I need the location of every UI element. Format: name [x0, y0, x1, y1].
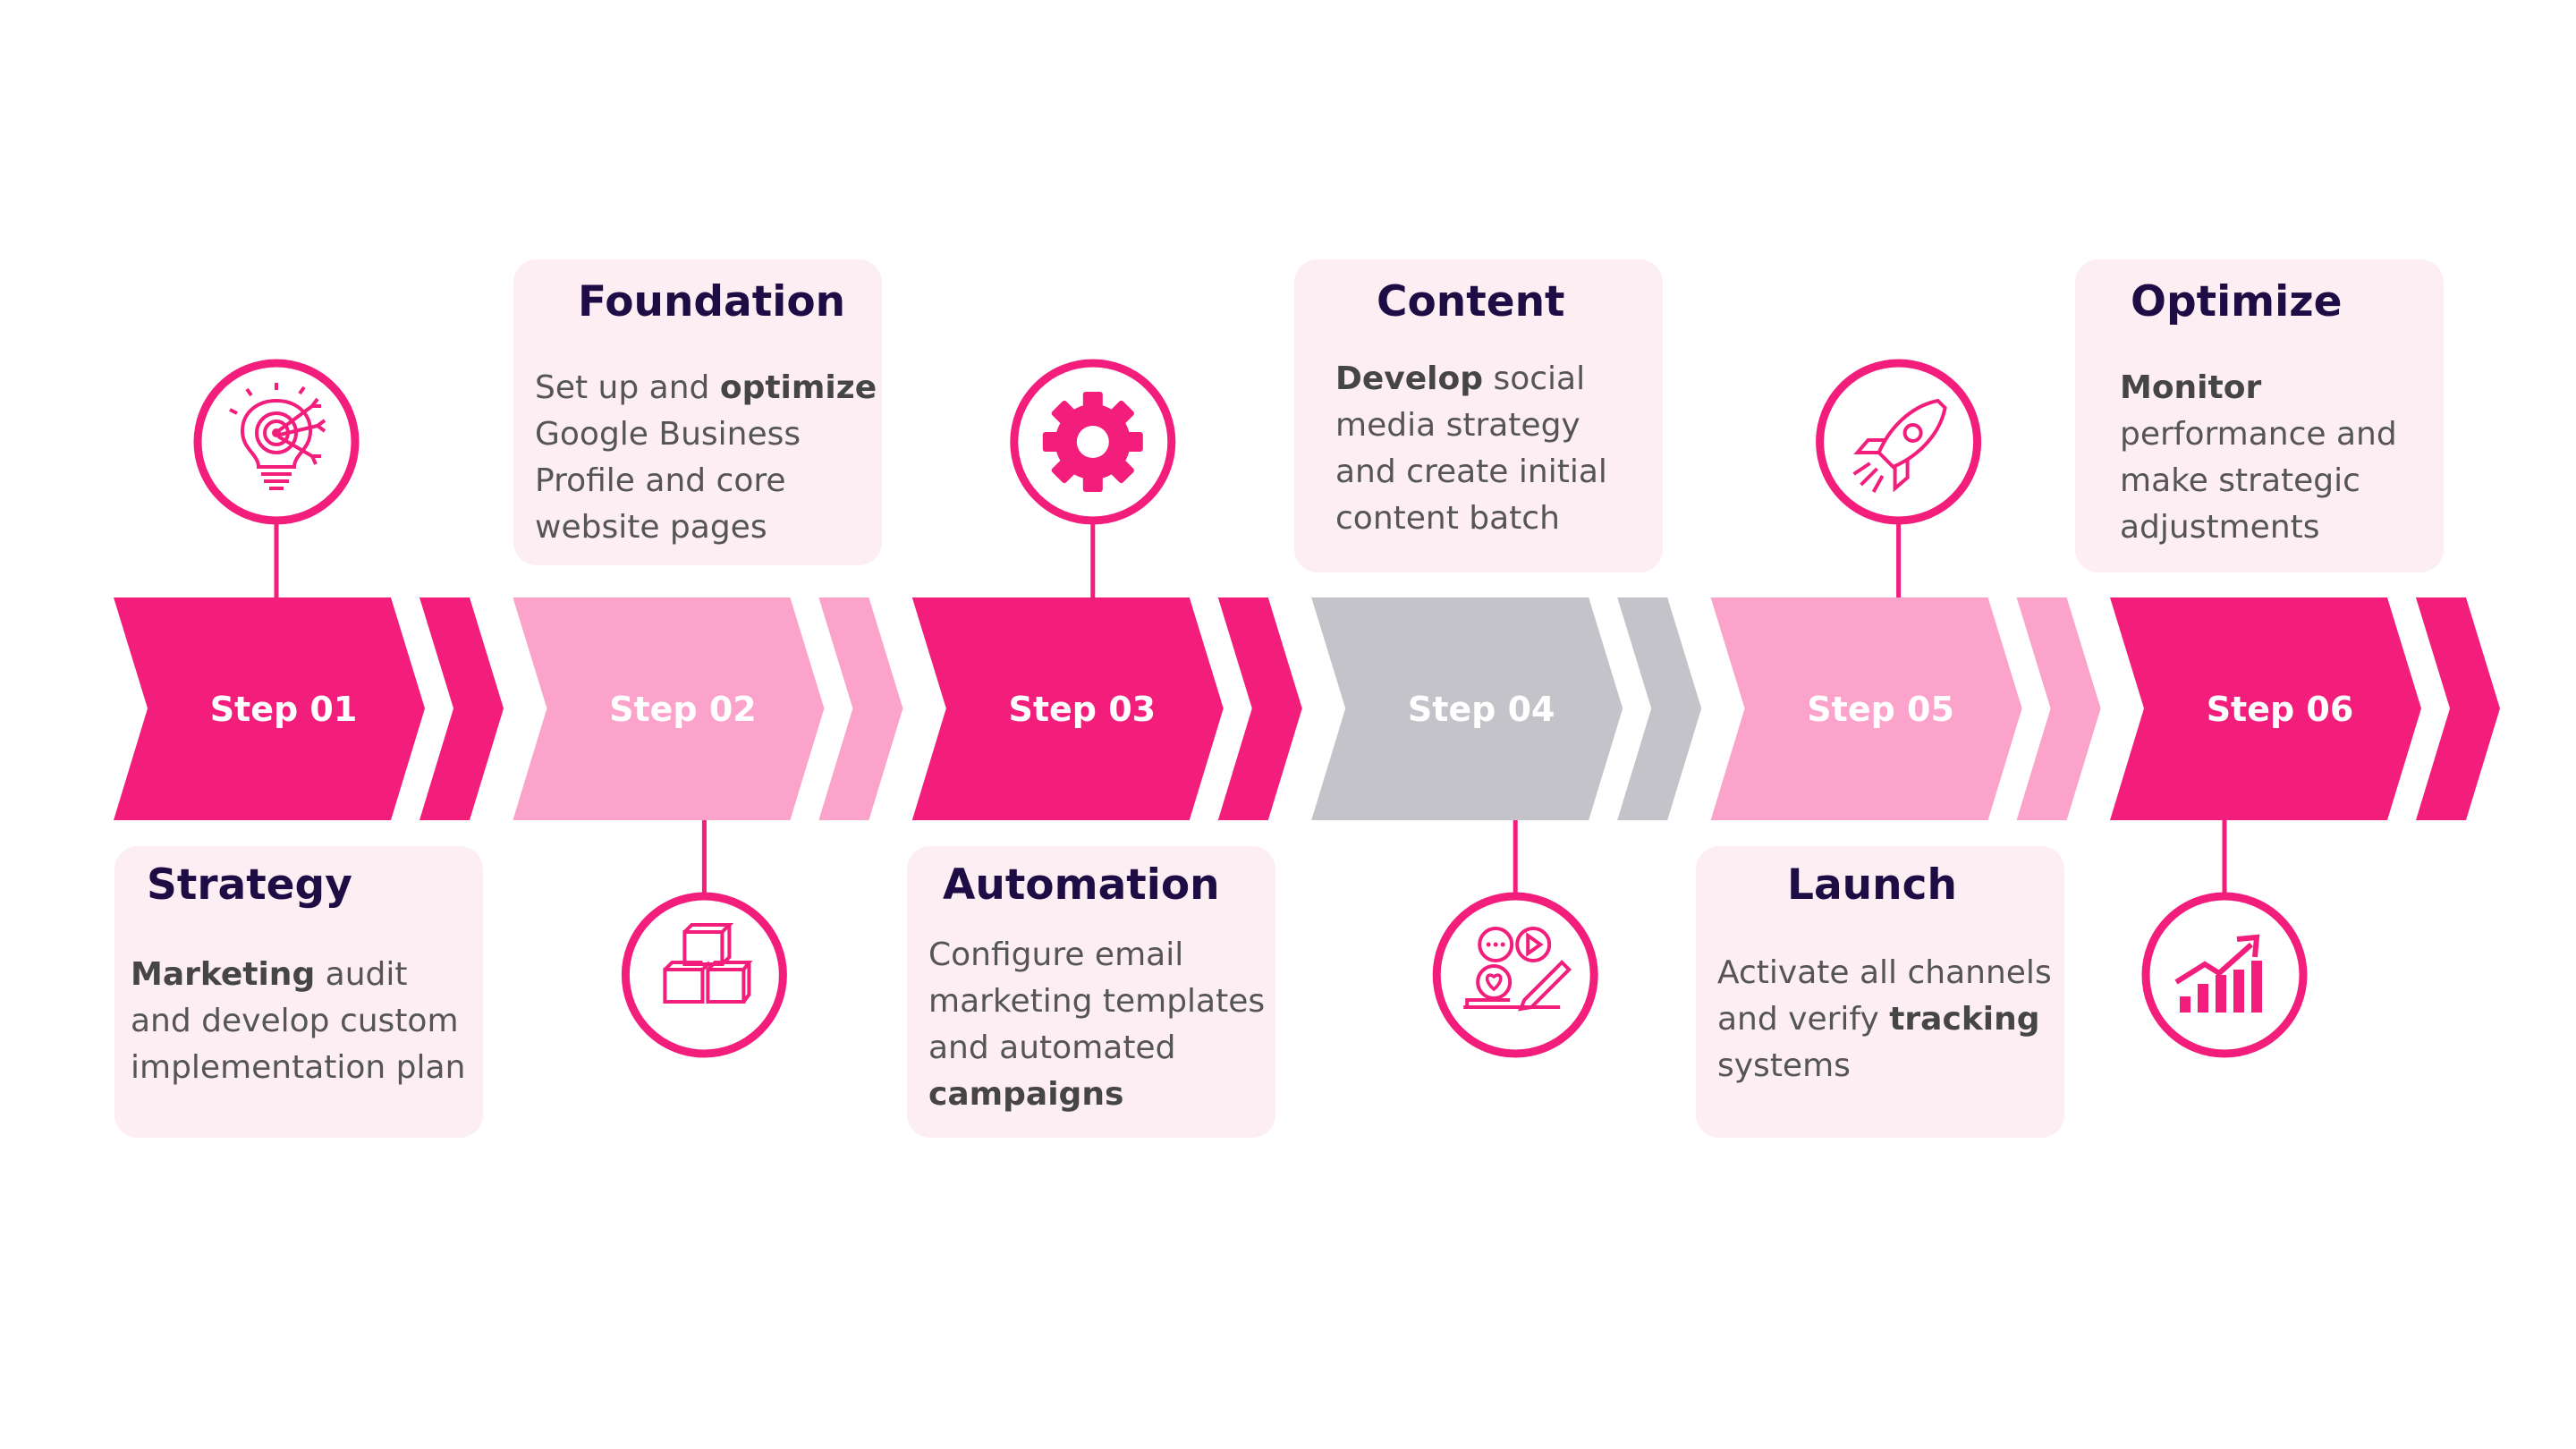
rocket-icon — [1816, 359, 1982, 525]
step-02-chevron — [513, 597, 825, 820]
step-04-chevron — [1311, 597, 1623, 820]
step-02-label: Step 02 — [609, 690, 757, 729]
lightbulb-target-icon — [193, 359, 360, 525]
step-05-chevron — [1710, 597, 2022, 820]
step-05-small-chevron — [2016, 597, 2101, 820]
step-01-small-chevron — [419, 597, 504, 820]
step-06-title: Optimize — [2131, 277, 2343, 326]
step-06-chevron — [2110, 597, 2421, 820]
step-03-chevron — [911, 597, 1224, 820]
step-04-small-chevron — [1617, 597, 1702, 820]
cubes-icon — [621, 892, 787, 1058]
step-04-label: Step 04 — [1408, 690, 1555, 729]
gear-icon — [1010, 359, 1176, 525]
step-05-label: Step 05 — [1807, 690, 1954, 729]
step-03-label: Step 03 — [1008, 690, 1156, 729]
step-04-title: Content — [1377, 277, 1565, 326]
step-01-chevron — [114, 597, 425, 820]
step-03-title: Automation — [943, 860, 1220, 910]
step-03-small-chevron — [1217, 597, 1302, 820]
growth-chart-icon — [2141, 892, 2308, 1058]
step-01-title: Strategy — [147, 860, 352, 910]
step-02-small-chevron — [818, 597, 903, 820]
step-06-label: Step 06 — [2207, 690, 2354, 729]
step-02-title: Foundation — [578, 277, 846, 326]
step-01-label: Step 01 — [210, 690, 358, 729]
social-media-content-icon — [1432, 892, 1598, 1058]
step-05-title: Launch — [1787, 860, 1957, 910]
step-06-small-chevron — [2416, 597, 2500, 820]
